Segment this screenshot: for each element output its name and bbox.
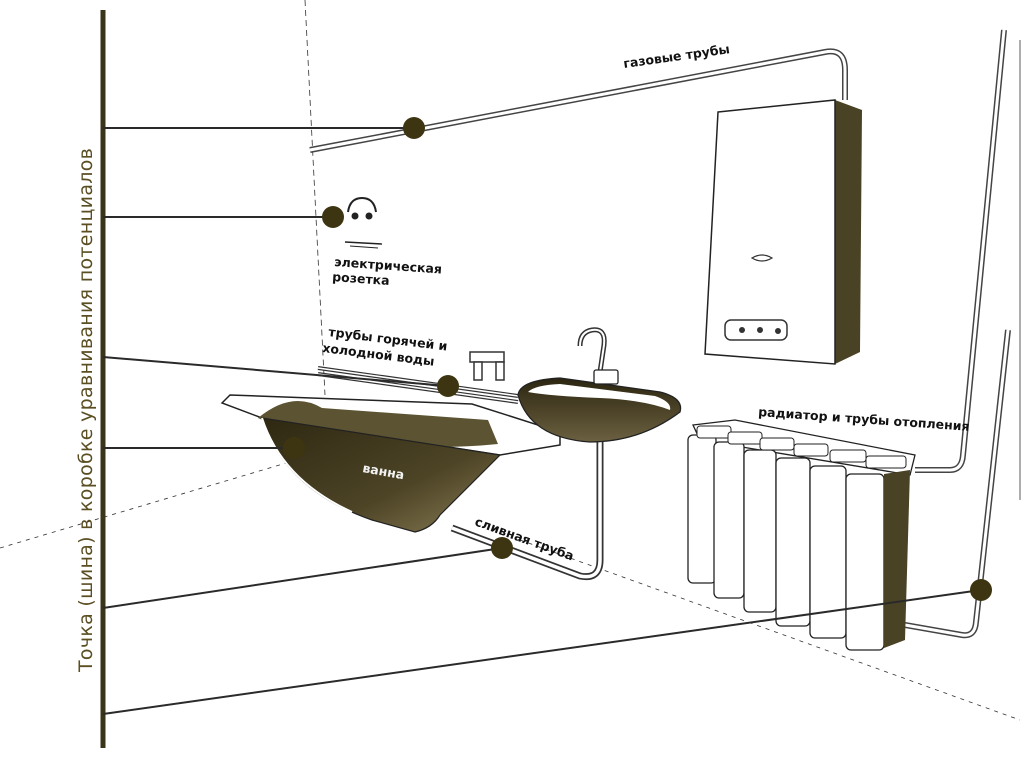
bathtub bbox=[220, 394, 561, 533]
outlet-label-line2: розетка bbox=[332, 269, 390, 288]
radiator bbox=[687, 419, 916, 651]
connection-line-water bbox=[102, 356, 449, 387]
gas-pipes-label: газовые трубы bbox=[622, 41, 730, 71]
heating-pipe bbox=[887, 29, 1011, 639]
gas-pipe bbox=[309, 48, 848, 153]
bond-point-outlet bbox=[322, 206, 344, 228]
bath-label: ванна bbox=[361, 460, 405, 482]
connection-line-radiator bbox=[102, 589, 982, 715]
bond-point-drain bbox=[491, 537, 513, 559]
connection-lines bbox=[102, 127, 982, 715]
electrical-outlet bbox=[344, 196, 383, 249]
bond-point-gas bbox=[403, 117, 425, 139]
bond-point-bath bbox=[283, 437, 305, 459]
bonding-points bbox=[283, 117, 992, 601]
radiator-label: радиатор и трубы отопления bbox=[758, 404, 970, 434]
room-outline bbox=[0, 0, 1021, 721]
sink bbox=[517, 327, 682, 443]
bond-point-water bbox=[437, 375, 459, 397]
gas-water-heater bbox=[704, 99, 862, 365]
connection-line-drain bbox=[102, 547, 503, 609]
bond-point-radiator bbox=[970, 579, 992, 601]
bus-title: Точка (шина) в коробке уравнивания потен… bbox=[75, 148, 97, 673]
drain-pipe bbox=[450, 440, 604, 581]
